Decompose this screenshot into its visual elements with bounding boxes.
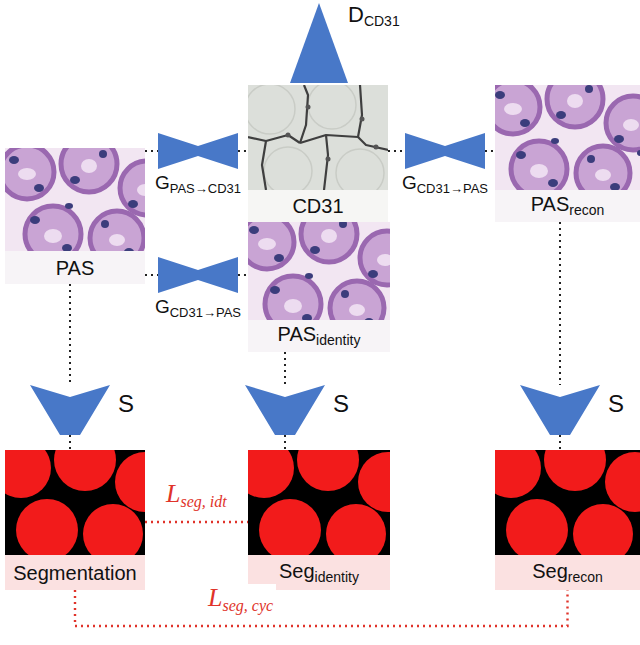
image-tile: PAS	[5, 148, 145, 284]
label-text-group: PAS	[56, 257, 95, 279]
generator-symbol: GPAS→CD31	[152, 133, 244, 198]
label-band: PASrecon	[495, 190, 640, 222]
node-label: PAS	[278, 323, 317, 345]
bowtie-symbol	[158, 133, 238, 169]
label-text-group: PASrecon	[531, 193, 605, 219]
image-tile: CD31	[248, 85, 388, 222]
subscript-label: identity	[316, 332, 360, 348]
label-text-group: CD31	[292, 195, 343, 217]
label-band: CD31	[248, 190, 388, 222]
node-label: S	[608, 390, 624, 417]
label-text-group: Segidentity	[279, 560, 359, 586]
loss-symbol: L	[208, 583, 222, 612]
dotted-connector	[238, 274, 248, 276]
generator-shape	[158, 133, 238, 169]
label-text-group: S	[333, 391, 349, 417]
discriminator-symbol: DCD31	[290, 3, 402, 83]
label-text-group: S	[608, 391, 624, 417]
node-label: D	[348, 2, 364, 27]
label-text-group: DCD31	[348, 3, 400, 30]
segmenter-symbol: S	[30, 385, 136, 435]
funnel-symbol	[30, 385, 110, 435]
node-label: Seg	[532, 560, 568, 582]
loss-symbol: L	[166, 479, 180, 508]
funnel-shape	[520, 385, 600, 435]
dotted-connector	[69, 284, 71, 385]
bowtie-symbol	[405, 133, 485, 169]
triangle-symbol	[290, 3, 348, 83]
label-band: Segmentation	[5, 555, 145, 590]
node-label: S	[118, 390, 134, 417]
generator-shape	[158, 257, 238, 293]
label-text-group: GCD31→PAS	[155, 297, 241, 320]
dotted-connector	[69, 435, 71, 450]
node-label: PAS	[531, 193, 570, 215]
subscript-label: CD31→PAS	[170, 305, 241, 320]
generator-shape	[405, 133, 485, 169]
generator-symbol: GCD31→PAS	[152, 257, 244, 322]
loss-subscript: seg, cyc	[222, 597, 273, 614]
image-tile: Segidentity	[248, 450, 390, 590]
funnel-symbol	[520, 385, 600, 435]
triangle-shape	[290, 3, 348, 83]
funnel-symbol	[245, 385, 325, 435]
subscript-label: recon	[569, 202, 604, 218]
dotted-connector	[485, 150, 495, 152]
subscript-label: identity	[315, 569, 359, 585]
label-text-group: GCD31→PAS	[402, 173, 488, 196]
funnel-shape	[245, 385, 325, 435]
node-label: PAS	[56, 257, 95, 279]
dotted-connector	[145, 150, 158, 152]
label-band: Segrecon	[495, 555, 640, 590]
image-tile: Segmentation	[5, 450, 145, 590]
segmenter-symbol: S	[245, 385, 351, 435]
segmenter-symbol: S	[520, 385, 626, 435]
subscript-label: recon	[568, 569, 603, 585]
loss-subscript: seg, idt	[180, 493, 226, 510]
dotted-connector	[284, 352, 286, 385]
subscript-label: CD31→PAS	[417, 181, 488, 196]
node-label: Seg	[279, 560, 315, 582]
dotted-connector	[145, 274, 158, 276]
loss-connector	[75, 590, 568, 626]
dotted-connector	[559, 435, 561, 450]
dotted-connector	[238, 150, 248, 152]
dotted-connector	[388, 150, 405, 152]
node-label: G	[402, 172, 417, 193]
node-label: CD31	[292, 195, 343, 217]
label-text-group: S	[118, 391, 134, 417]
node-label: Segmentation	[13, 562, 136, 584]
funnel-shape	[30, 385, 110, 435]
node-label: G	[155, 296, 170, 317]
image-tile: Segrecon	[495, 450, 640, 590]
subscript-label: PAS→CD31	[170, 181, 241, 196]
image-tile: PASidentity	[248, 222, 390, 352]
label-text-group: GPAS→CD31	[155, 173, 241, 196]
label-text-group: PASidentity	[278, 323, 361, 349]
generator-symbol: GCD31→PAS	[399, 133, 491, 198]
label-band: PAS	[5, 251, 145, 284]
label-text-group: Segmentation	[13, 562, 136, 584]
loss-connector	[145, 521, 248, 523]
label-text-group: Segrecon	[532, 560, 603, 586]
node-label: S	[333, 390, 349, 417]
node-label: G	[155, 172, 170, 193]
subscript-label: CD31	[364, 13, 400, 29]
dotted-connector	[559, 222, 561, 385]
dotted-connector	[284, 435, 286, 450]
loss-label: Lseg, cyc	[205, 584, 276, 614]
bowtie-symbol	[158, 257, 238, 293]
image-tile: PASrecon	[495, 85, 640, 222]
loss-label: Lseg, idt	[163, 480, 230, 510]
label-band: PASidentity	[248, 320, 390, 352]
